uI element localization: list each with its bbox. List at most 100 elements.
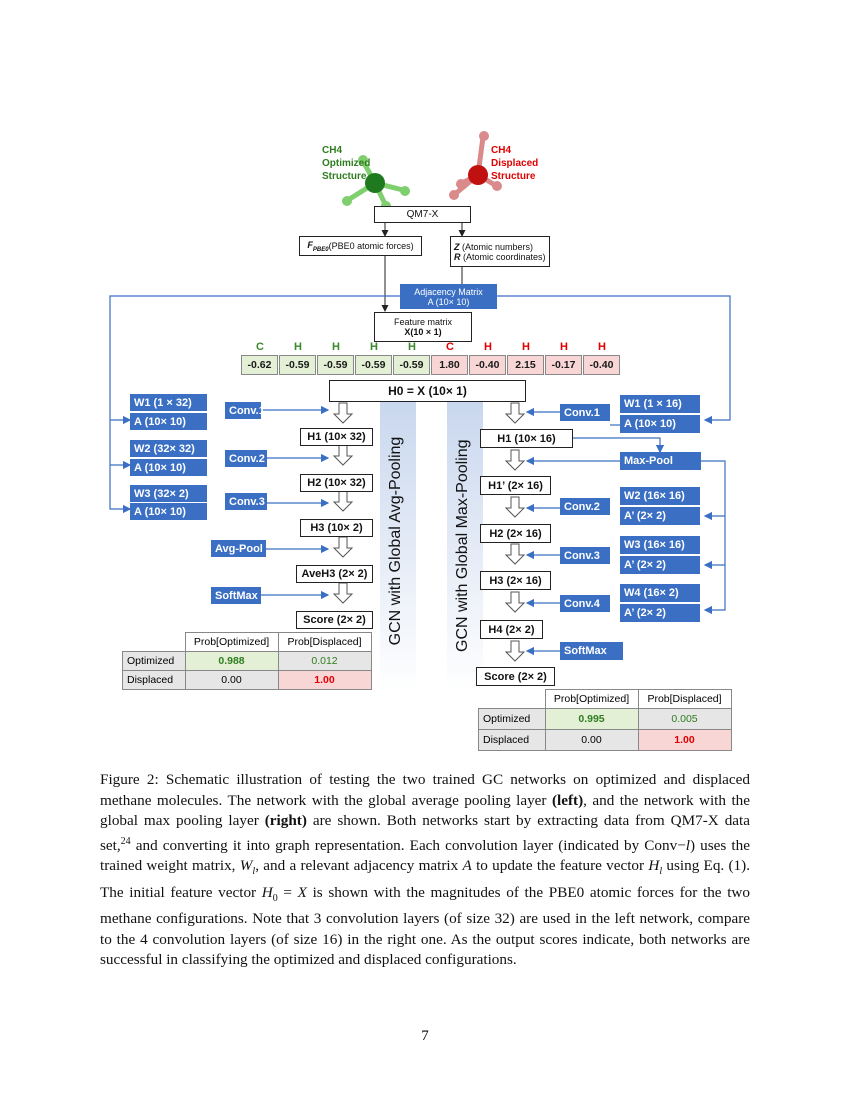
right-h4-label: H4 (2× 2) bbox=[488, 623, 535, 636]
atom-label: C bbox=[446, 341, 454, 353]
right-conv3-label: Conv.3 bbox=[564, 549, 600, 562]
table-row: Optimized 0.988 0.012 bbox=[122, 651, 372, 671]
feature-value-cell: -0.62 bbox=[241, 355, 278, 375]
r-text: (Atomic coordinates) bbox=[460, 251, 546, 262]
right-score-table: Prob[Optimized] Prob[Displaced] Optimize… bbox=[478, 689, 732, 751]
caption-text: are shown. Both networks start by extrac… bbox=[100, 812, 750, 854]
figure-caption: Figure 2: Schematic illustration of test… bbox=[100, 770, 750, 971]
right-table-cell: 0.995 bbox=[544, 708, 639, 730]
caption-text: , and a relevant adjacency matrix bbox=[255, 857, 463, 875]
right-h3-box: H3 (2× 16) bbox=[480, 571, 551, 590]
atom-label: H bbox=[598, 341, 606, 353]
left-w2-box: W2 (32× 32) bbox=[130, 440, 207, 457]
disp-label-line1: CH4 bbox=[491, 145, 512, 156]
right-w4-box: W4 (16× 2) bbox=[620, 584, 700, 602]
disp-label-line2: Displaced bbox=[491, 158, 539, 169]
left-score-table: Prob[Optimized] Prob[Displaced] Optimize… bbox=[122, 632, 372, 690]
right-h2-label: H2 (2× 16) bbox=[489, 527, 542, 540]
right-h1-box: H1 (10× 16) bbox=[480, 429, 573, 448]
caption-text: ) uses the trained weight matrix, bbox=[100, 836, 750, 875]
right-table-cell: 1.00 bbox=[637, 729, 732, 751]
right-a3-label: A’ (2× 2) bbox=[624, 559, 666, 571]
left-a1-label: A (10× 10) bbox=[134, 415, 186, 428]
feature-value-cell: -0.59 bbox=[355, 355, 392, 375]
right-w3-label: W3 (16× 16) bbox=[624, 539, 685, 551]
right-conv1-box: Conv.1 bbox=[560, 404, 610, 421]
feature-line1: Feature matrix bbox=[393, 317, 453, 327]
caption-bold-right: (right) bbox=[264, 812, 307, 829]
fpbe0-text: (PBE0 atomic forces) bbox=[328, 241, 414, 251]
caption-math: l bbox=[685, 836, 691, 854]
right-w1-box: W1 (1 × 16) bbox=[620, 395, 700, 413]
right-table-cell: 0.00 bbox=[544, 729, 639, 751]
atom-label: H bbox=[408, 341, 416, 353]
opt-label-line1: CH4 bbox=[322, 145, 343, 156]
left-w3-box: W3 (32× 2) bbox=[130, 485, 207, 502]
caption-math: X bbox=[297, 883, 307, 901]
qm7x-box: QM7-X bbox=[374, 206, 471, 223]
left-avgpool-label: Avg-Pool bbox=[215, 542, 263, 555]
right-w1-label: W1 (1 × 16) bbox=[624, 398, 682, 410]
right-a3-box: A’ (2× 2) bbox=[620, 556, 700, 574]
left-softmax-box: SoftMax bbox=[211, 587, 261, 604]
disp-label-line3: Structure bbox=[491, 171, 536, 182]
right-softmax-label: SoftMax bbox=[564, 645, 607, 657]
left-score-box: Score (2× 2) bbox=[296, 611, 373, 629]
right-conv2-label: Conv.2 bbox=[564, 500, 600, 513]
left-w3-label: W3 (32× 2) bbox=[134, 487, 189, 500]
r-symbol: R bbox=[454, 251, 461, 262]
left-h3-label: H3 (10× 2) bbox=[310, 522, 363, 534]
left-conv1-label: Conv.1 bbox=[229, 404, 265, 417]
fpbe0-box: FPBE0 (PBE0 atomic forces) bbox=[299, 236, 422, 256]
displaced-structure-label: CH4 Displaced Structure bbox=[491, 144, 538, 183]
caption-text: and converting it into graph representat… bbox=[130, 836, 686, 854]
right-h1p-box: H1’ (2× 16) bbox=[480, 476, 551, 495]
right-a4-box: A’ (2× 2) bbox=[620, 604, 700, 622]
left-table-row-label: Displaced bbox=[122, 670, 186, 690]
left-conv2-label: Conv.2 bbox=[229, 452, 265, 465]
opt-label-line3: Structure bbox=[322, 171, 367, 182]
right-table-corner bbox=[478, 689, 545, 709]
right-h1p-label: H1’ (2× 16) bbox=[488, 479, 543, 492]
left-h2-box: H2 (10× 32) bbox=[300, 474, 373, 492]
caption-math-sub: 0 bbox=[272, 892, 278, 904]
right-conv4-box: Conv.4 bbox=[560, 595, 610, 612]
left-w1-label: W1 (1 × 32) bbox=[134, 396, 192, 409]
atom-label: H bbox=[332, 341, 340, 353]
opt-label-line2: Optimized bbox=[322, 158, 371, 169]
adjacency-line1: Adjacency Matrix bbox=[414, 286, 483, 297]
feature-value-cell: 2.15 bbox=[507, 355, 544, 375]
caption-text: = bbox=[277, 883, 298, 901]
left-aveh3-label: AveH3 (2× 2) bbox=[301, 568, 368, 580]
table-row: Optimized 0.995 0.005 bbox=[478, 708, 732, 730]
atom-label: H bbox=[370, 341, 378, 353]
left-a3-label: A (10× 10) bbox=[134, 505, 186, 518]
right-softmax-box: SoftMax bbox=[560, 642, 623, 660]
adjacency-matrix-box: Adjacency Matrix A (10× 10) bbox=[400, 284, 497, 309]
left-w2-label: W2 (32× 32) bbox=[134, 442, 195, 455]
left-table-row-label: Optimized bbox=[122, 651, 186, 671]
left-table-corner bbox=[122, 632, 185, 652]
left-w1-box: W1 (1 × 32) bbox=[130, 394, 207, 411]
right-a1-label: A (10× 10) bbox=[624, 418, 676, 430]
right-h2-box: H2 (2× 16) bbox=[480, 524, 551, 543]
feature-value-cell: -0.59 bbox=[393, 355, 430, 375]
caption-text: is shown with the magnitudes of the PBE0… bbox=[100, 883, 750, 969]
right-table-row-label: Displaced bbox=[478, 729, 546, 751]
right-conv3-box: Conv.3 bbox=[560, 547, 610, 564]
caption-math: H bbox=[648, 857, 660, 875]
right-net-title: GCN with Global Max-Pooling bbox=[454, 439, 471, 652]
left-h1-box: H1 (10× 32) bbox=[300, 428, 373, 446]
left-table-col2: Prob[Displaced] bbox=[277, 632, 372, 652]
qm7x-label: QM7-X bbox=[406, 209, 439, 220]
right-table-cell: 0.005 bbox=[637, 708, 732, 730]
atom-label: H bbox=[560, 341, 568, 353]
feature-value-cell: -0.40 bbox=[469, 355, 506, 375]
table-row: Displaced 0.00 1.00 bbox=[478, 729, 732, 751]
left-conv1-box: Conv.1 bbox=[225, 402, 265, 419]
right-a2-label: A’ (2× 2) bbox=[624, 510, 666, 522]
caption-math: W bbox=[239, 857, 253, 875]
left-aveh3-box: AveH3 (2× 2) bbox=[296, 565, 373, 583]
right-table-col2: Prob[Displaced] bbox=[637, 689, 732, 709]
z-r-box: Z (Atomic numbers) R (Atomic coordinates… bbox=[450, 236, 550, 267]
